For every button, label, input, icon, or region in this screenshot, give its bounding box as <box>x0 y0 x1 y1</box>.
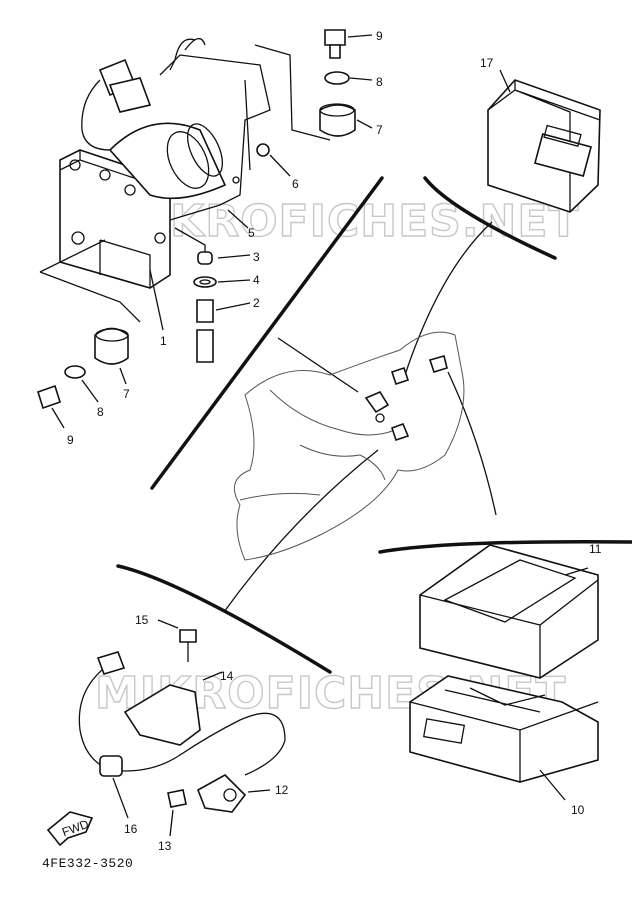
callout-8a: 8 <box>376 75 383 89</box>
callout-17: 17 <box>480 56 494 70</box>
separator-lines <box>116 176 632 674</box>
callout-4: 4 <box>253 273 260 287</box>
callout-10: 10 <box>571 803 585 817</box>
leader-1 <box>149 269 164 331</box>
callout-9a: 9 <box>376 29 383 43</box>
pin-stack <box>174 227 251 363</box>
callout-13: 13 <box>158 839 172 853</box>
callout-3: 3 <box>253 250 260 264</box>
callout-16: 16 <box>124 822 138 836</box>
callout-6: 6 <box>292 177 299 191</box>
lower-mount-hardware <box>37 327 129 429</box>
callout-9b: 9 <box>67 433 74 447</box>
hydraulic-unit <box>39 38 271 331</box>
callouts: 1 2 3 4 5 6 7 8 9 7 8 9 10 11 12 13 14 1… <box>67 29 602 853</box>
motorcycle-outline <box>233 331 465 561</box>
callout-5: 5 <box>248 226 255 240</box>
callout-14: 14 <box>220 669 234 683</box>
callout-2: 2 <box>253 296 260 310</box>
callout-7b: 7 <box>123 387 130 401</box>
callout-7a: 7 <box>376 123 383 137</box>
watermark-upper: MIKROFICHES.NET <box>108 196 579 247</box>
wheel-sensor-harness: FWD <box>46 619 286 847</box>
ecu-17 <box>487 69 601 213</box>
callout-12: 12 <box>275 783 289 797</box>
top-mount-hardware <box>227 29 373 229</box>
ecu-10-11 <box>409 544 599 801</box>
callout-1: 1 <box>160 334 167 348</box>
part-code: 4FE332-3520 <box>42 856 133 871</box>
callout-15: 15 <box>135 613 149 627</box>
callout-11: 11 <box>589 542 602 556</box>
callout-8b: 8 <box>97 405 104 419</box>
fwd-arrow-icon <box>46 811 94 847</box>
